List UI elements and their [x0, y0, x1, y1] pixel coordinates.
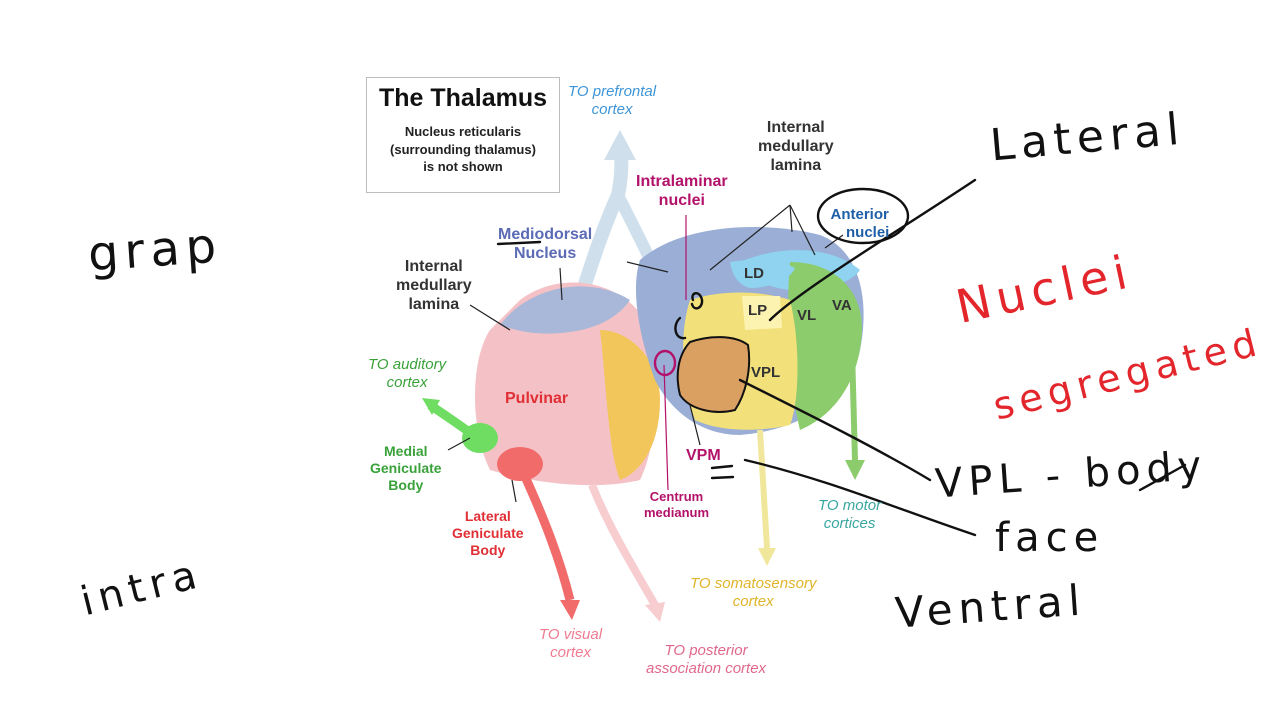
label-line: TO motor — [818, 497, 882, 514]
label-line: medianum — [644, 504, 710, 520]
prefrontal-cortex-label: TO prefrontal cortex — [568, 83, 656, 119]
medial-geniculate-body-label: Medial Geniculate Body — [370, 443, 442, 493]
note-line-1: Nucleus reticularis — [404, 124, 522, 139]
title-box: The Thalamus Nucleus reticularis (surrou… — [366, 77, 560, 193]
va-label: VA — [832, 297, 852, 314]
internal-medullary-lamina-label-left: Internal medullary lamina — [396, 257, 472, 315]
visual-cortex-label: TO visual cortex — [539, 626, 602, 662]
label-line: TO auditory — [368, 356, 447, 373]
label-line: TO prefrontal — [568, 83, 657, 100]
pulvinar-top — [500, 286, 630, 334]
label-line: Internal — [404, 258, 463, 275]
ld-shape — [730, 260, 795, 288]
annotation-face: face — [995, 515, 1105, 561]
mgb-and-arrow — [422, 398, 498, 453]
auditory-cortex-label: TO auditory cortex — [368, 356, 446, 392]
vpm-shape — [676, 336, 751, 413]
label-line: Anterior — [830, 206, 889, 223]
label-line: Centrum — [649, 489, 704, 504]
intralaminar-nuclei-label: Intralaminar nuclei — [636, 172, 728, 210]
diagram-title: The Thalamus — [378, 84, 548, 112]
hand-drawn-ink — [496, 178, 1187, 537]
label-line: nuclei — [846, 224, 890, 241]
label-line: cortex — [386, 374, 428, 391]
label-line: Intralaminar — [636, 173, 728, 190]
centrum-medianum-label: Centrum medianum — [644, 489, 709, 520]
vpm-label: VPM — [686, 447, 721, 464]
label-line: Medial — [384, 443, 428, 459]
label-line: cortex — [550, 644, 591, 661]
annotation-grap: grap — [86, 217, 224, 283]
label-line: medullary — [758, 138, 834, 156]
label-line: lamina — [408, 296, 460, 314]
pointer-lines — [447, 204, 844, 503]
note-line-3: is not shown — [423, 159, 503, 175]
lp-label: LP — [748, 302, 768, 319]
motor-arrow — [845, 349, 865, 480]
vl-label: VL — [797, 307, 817, 324]
internal-medullary-lamina-label-right: Internal medullary lamina — [758, 118, 834, 176]
label-line: Body — [470, 541, 506, 558]
vpl-label: VPL — [751, 364, 781, 381]
title-note: Nucleus reticularis (surrounding thalamu… — [367, 123, 559, 176]
label-line: TO visual — [539, 626, 603, 643]
pulvinar-label: Pulvinar — [505, 390, 569, 407]
lgb-and-arrow — [497, 447, 580, 620]
label-line: medullary — [396, 277, 472, 295]
anterior-nuclei-label: Anterior nuclei — [830, 206, 890, 242]
label-line: Internal — [766, 119, 825, 136]
label-line: Nucleus — [513, 245, 577, 263]
posterior-association-cortex-label: TO posterior association cortex — [646, 642, 766, 678]
label-line: lamina — [770, 157, 822, 175]
pulvinar-side — [600, 330, 660, 480]
label-line: TO posterior — [664, 642, 748, 659]
mediodorsal-nucleus-label: Mediodorsal Nucleus — [498, 225, 592, 263]
note-line-2: (surrounding thalamus) — [390, 141, 536, 157]
somatosensory-arrow — [757, 429, 776, 566]
label-line: cortex — [732, 593, 774, 610]
vl-va-shape — [788, 262, 862, 430]
motor-cortices-label: TO motor cortices — [818, 497, 881, 533]
label-line: Body — [388, 476, 424, 493]
label-line: Geniculate — [452, 524, 524, 541]
label-line: Geniculate — [370, 459, 442, 476]
ld-label: LD — [744, 265, 764, 282]
label-line: nuclei — [658, 192, 705, 210]
label-line: association cortex — [646, 660, 767, 677]
label-line: cortices — [823, 515, 876, 532]
label-line: Mediodorsal — [498, 226, 593, 243]
somatosensory-cortex-label: TO somatosensory cortex — [690, 575, 816, 611]
lp-shape — [742, 296, 782, 330]
lateral-geniculate-body-label: Lateral Geniculate Body — [452, 508, 524, 558]
label-line: TO somatosensory — [690, 575, 817, 592]
label-line: Lateral — [464, 508, 511, 524]
label-line: cortex — [591, 101, 633, 118]
posterior-arrow — [588, 483, 665, 622]
